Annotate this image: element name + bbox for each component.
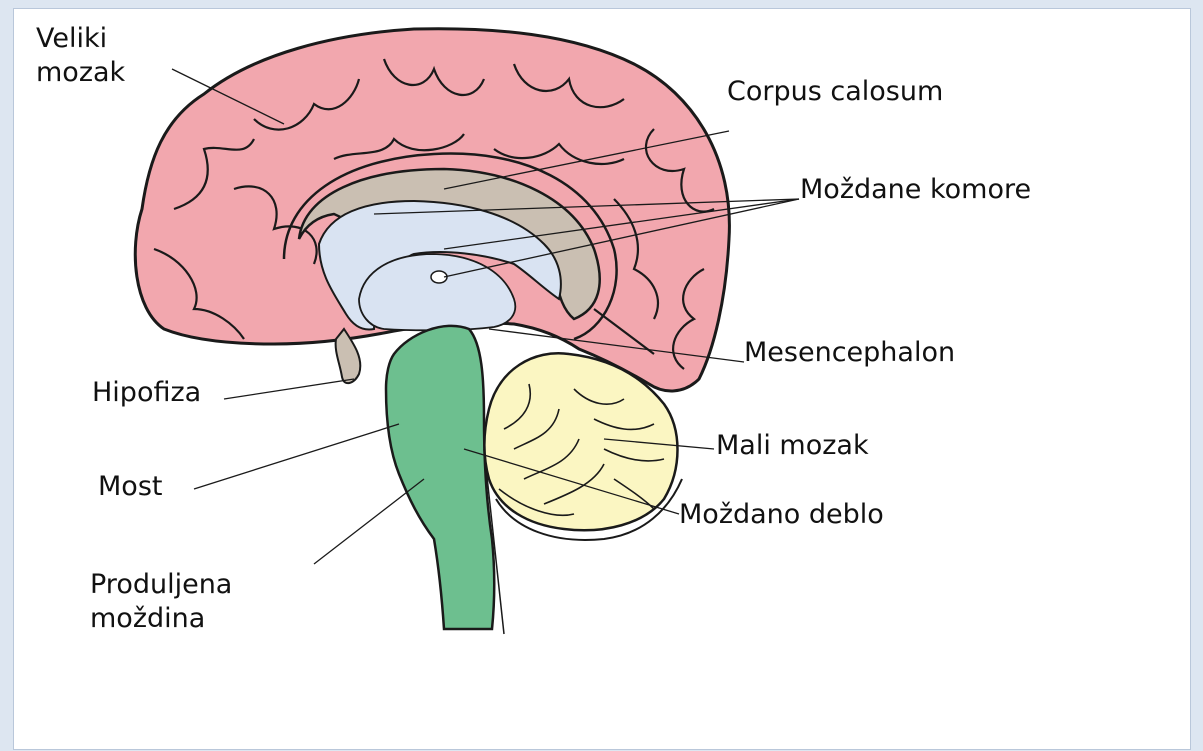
- label-ventricles: Moždane komore: [800, 174, 1031, 205]
- label-cerebellum: Mali mozak: [716, 430, 869, 461]
- label-pons: Most: [98, 471, 162, 502]
- diagram-frame: Veliki mozak Corpus calosum Moždane komo…: [13, 8, 1191, 750]
- label-medulla-line1: Produljena: [90, 569, 232, 600]
- label-cerebrum-line1: Veliki: [36, 23, 107, 54]
- label-medulla-line2: moždina: [90, 603, 205, 634]
- label-corpus-callosum: Corpus calosum: [727, 76, 943, 107]
- label-midbrain: Mesencephalon: [744, 337, 955, 368]
- brainstem: [386, 326, 494, 629]
- label-cerebrum-line2: mozak: [36, 57, 125, 88]
- label-brainstem: Moždano deblo: [679, 499, 884, 530]
- label-pituitary: Hipofiza: [92, 377, 201, 408]
